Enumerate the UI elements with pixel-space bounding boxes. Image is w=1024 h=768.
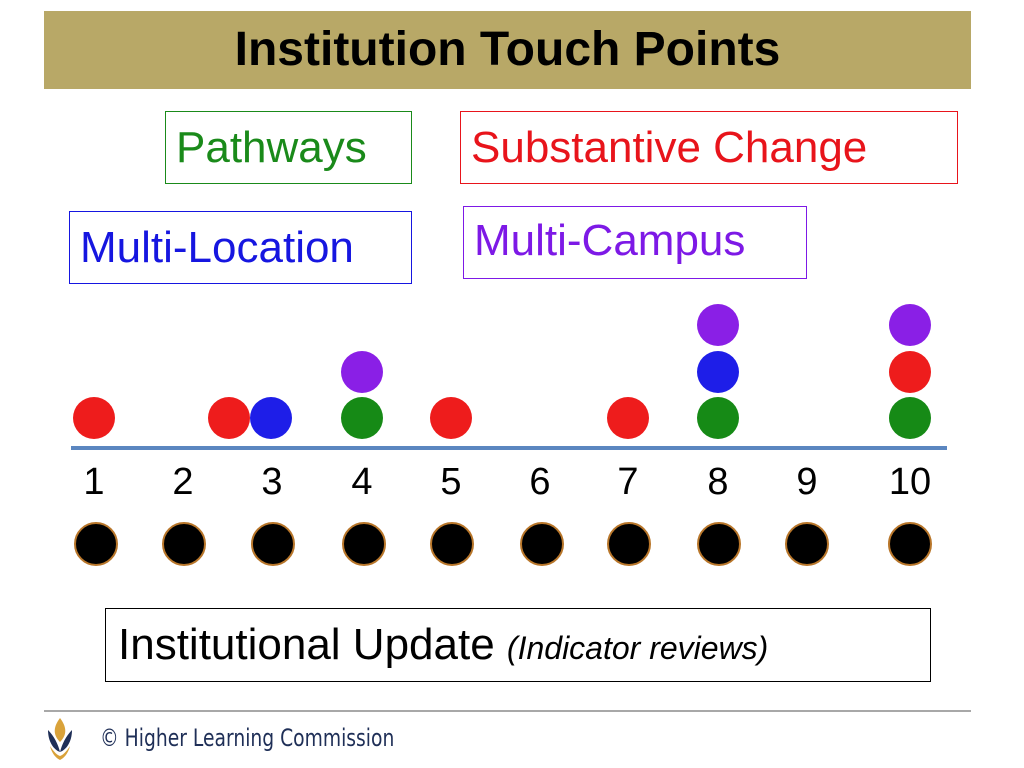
title-bar: Institution Touch Points [44, 11, 971, 89]
tick-label: 9 [796, 461, 818, 503]
institutional-update-marker [520, 522, 564, 566]
indicator-reviews-note: (Indicator reviews) [506, 630, 769, 666]
legend-pathways-label: Pathways [176, 123, 367, 172]
tick-label: 7 [617, 461, 639, 503]
tick-label: 8 [707, 461, 729, 503]
institutional-update-marker [251, 522, 295, 566]
tick-label: 3 [261, 461, 283, 503]
tick-label: 1 [83, 461, 105, 503]
copyright-symbol: © [100, 724, 119, 752]
institutional-update-marker [162, 522, 206, 566]
legend-multi-campus-label: Multi-Campus [474, 216, 746, 265]
institutional-update-marker [607, 522, 651, 566]
institutional-update-marker [888, 522, 932, 566]
red-touch-point-marker [607, 397, 649, 439]
red-touch-point-marker [208, 397, 250, 439]
tick-label: 6 [529, 461, 551, 503]
legend-substantive-change: Substantive Change [460, 111, 958, 184]
footer-org: © Higher Learning Commission [100, 724, 394, 752]
legend-multi-campus: Multi-Campus [463, 206, 807, 279]
institutional-update-marker [697, 522, 741, 566]
institutional-update-box: Institutional Update (Indicator reviews) [105, 608, 931, 682]
legend-multi-location: Multi-Location [69, 211, 412, 284]
blue-touch-point-marker [697, 351, 739, 393]
institutional-update-marker [342, 522, 386, 566]
page-title: Institution Touch Points [234, 23, 781, 76]
institutional-update-marker [74, 522, 118, 566]
red-touch-point-marker [73, 397, 115, 439]
green-touch-point-marker [697, 397, 739, 439]
purple-touch-point-marker [341, 351, 383, 393]
tick-label: 2 [172, 461, 194, 503]
legend-pathways: Pathways [165, 111, 412, 184]
tick-label: 5 [440, 461, 462, 503]
legend-multi-location-label: Multi-Location [80, 223, 354, 272]
hlc-logo-icon [48, 718, 72, 760]
footer-divider [44, 710, 971, 712]
purple-touch-point-marker [889, 304, 931, 346]
institutional-update-label: Institutional Update [118, 620, 495, 669]
timeline-axis [71, 446, 947, 450]
purple-touch-point-marker [697, 304, 739, 346]
red-touch-point-marker [430, 397, 472, 439]
tick-label: 10 [888, 461, 932, 503]
footer-org-name: Higher Learning Commission [124, 724, 395, 752]
tick-label: 4 [351, 461, 373, 503]
institutional-update-marker [785, 522, 829, 566]
red-touch-point-marker [889, 351, 931, 393]
institutional-update-marker [430, 522, 474, 566]
blue-touch-point-marker [250, 397, 292, 439]
green-touch-point-marker [889, 397, 931, 439]
green-touch-point-marker [341, 397, 383, 439]
legend-substantive-change-label: Substantive Change [471, 123, 868, 172]
